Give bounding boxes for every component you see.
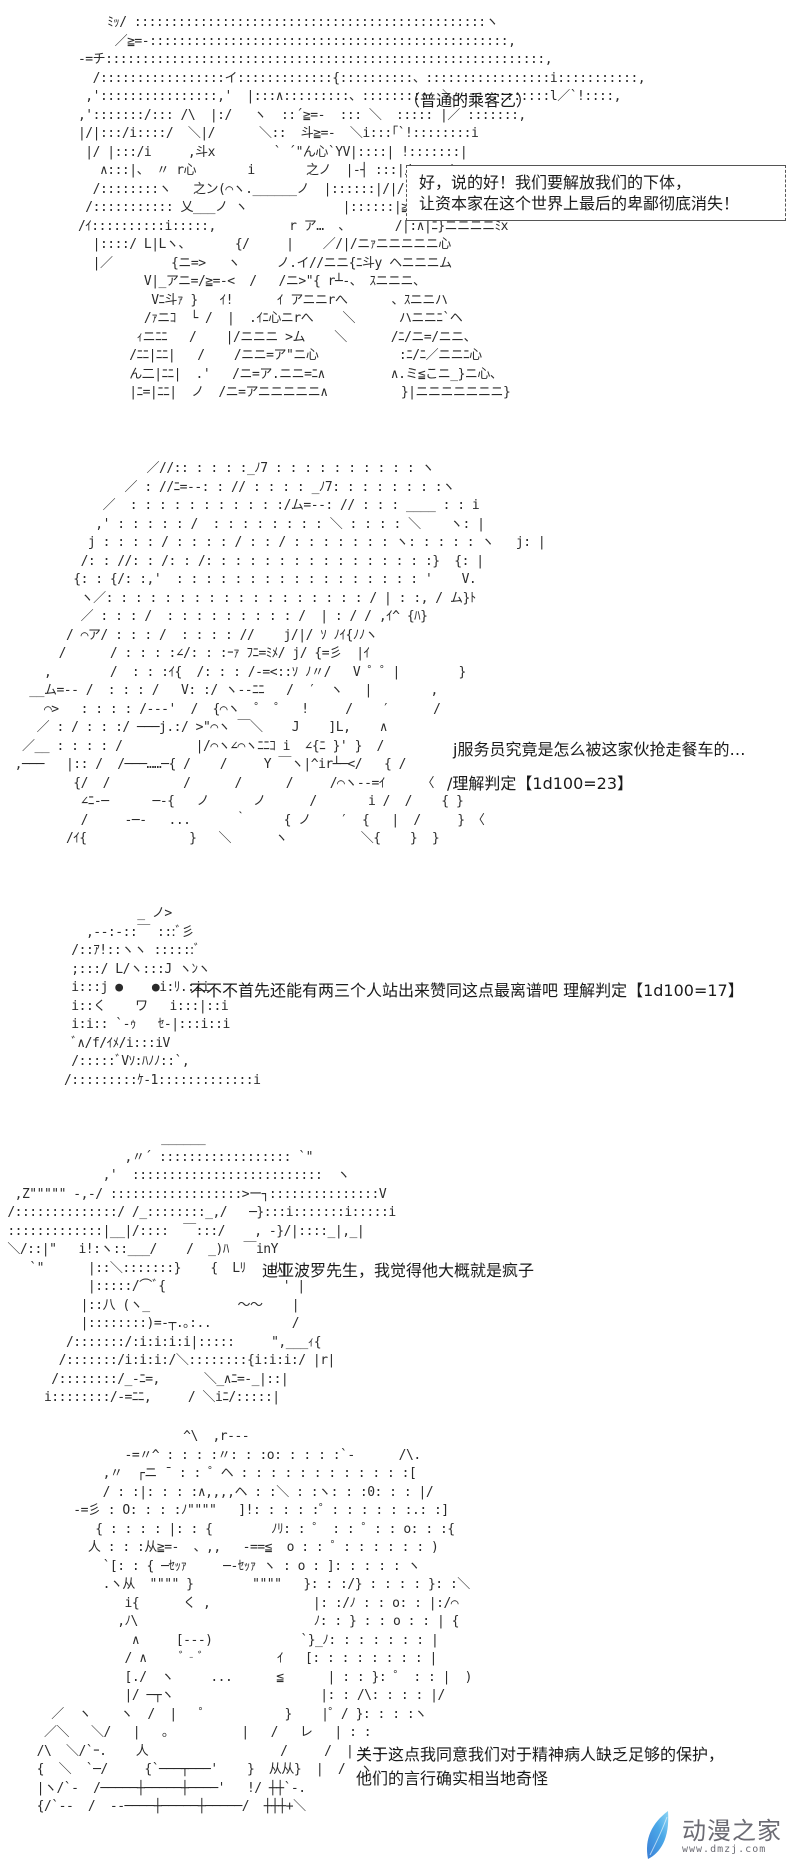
dialogue-line: 关于这点我同意我们对于精神病人缺乏足够的保护， bbox=[356, 1745, 725, 1764]
dialogue-line: /理解判定【1d100=23】 bbox=[447, 774, 634, 793]
ascii-art-character-seated: ^\ ,r‐‐‐ ‐=〃^ : : : :〃: : :o: : : : :`‐ … bbox=[36, 1429, 473, 1814]
ascii-art-hooded-figure: ／//:: : : : :_ﾉ7 : : : : : : : : : : ヽ ／… bbox=[14, 461, 546, 846]
dialogue-line: 让资本家在这个世界上最后的卑鄙彻底消失！ bbox=[419, 194, 740, 213]
site-watermark: 动漫之家 www.dmzj.com bbox=[640, 1808, 790, 1864]
ascii-art-passenger: ﾐｯ/ ::::::::::::::::::::::::::::::::::::… bbox=[77, 15, 646, 400]
feather-logo-icon bbox=[646, 1811, 669, 1859]
speaker-label: （普通的乘客乙） bbox=[404, 91, 533, 110]
dialogue-line: 迪亚波罗先生，我觉得他大概就是疯子 bbox=[262, 1261, 535, 1280]
ascii-art-character: ______ ,〃´ :::::::::::::::::: `" ,' ::::… bbox=[7, 1131, 396, 1405]
watermark-title: 动漫之家 bbox=[682, 1816, 782, 1845]
speech-box: 好，说的好！我们要解放我们的下体， 让资本家在这个世界上最后的卑鄙彻底消失！ bbox=[406, 165, 786, 221]
dialogue-line: j服务员究竟是怎么被这家伙抢走餐车的… bbox=[453, 740, 746, 759]
dialogue-line: 不不不首先还能有两三个人站出来赞同这点最离谱吧 理解判定【1d100=17】 bbox=[190, 981, 744, 1000]
dialogue-line: 他们的言行确实相当地奇怪 bbox=[356, 1769, 549, 1788]
dialogue-line: 好，说的好！我们要解放我们的下体， bbox=[419, 173, 692, 192]
ascii-art-chibi: _ ノ> ,-‐:‐::￣ :::ﾞ彡 /::ｱ!::ヽヽ ::::::ﾞ ;:… bbox=[63, 906, 261, 1088]
watermark-url: www.dmzj.com bbox=[682, 1843, 767, 1855]
